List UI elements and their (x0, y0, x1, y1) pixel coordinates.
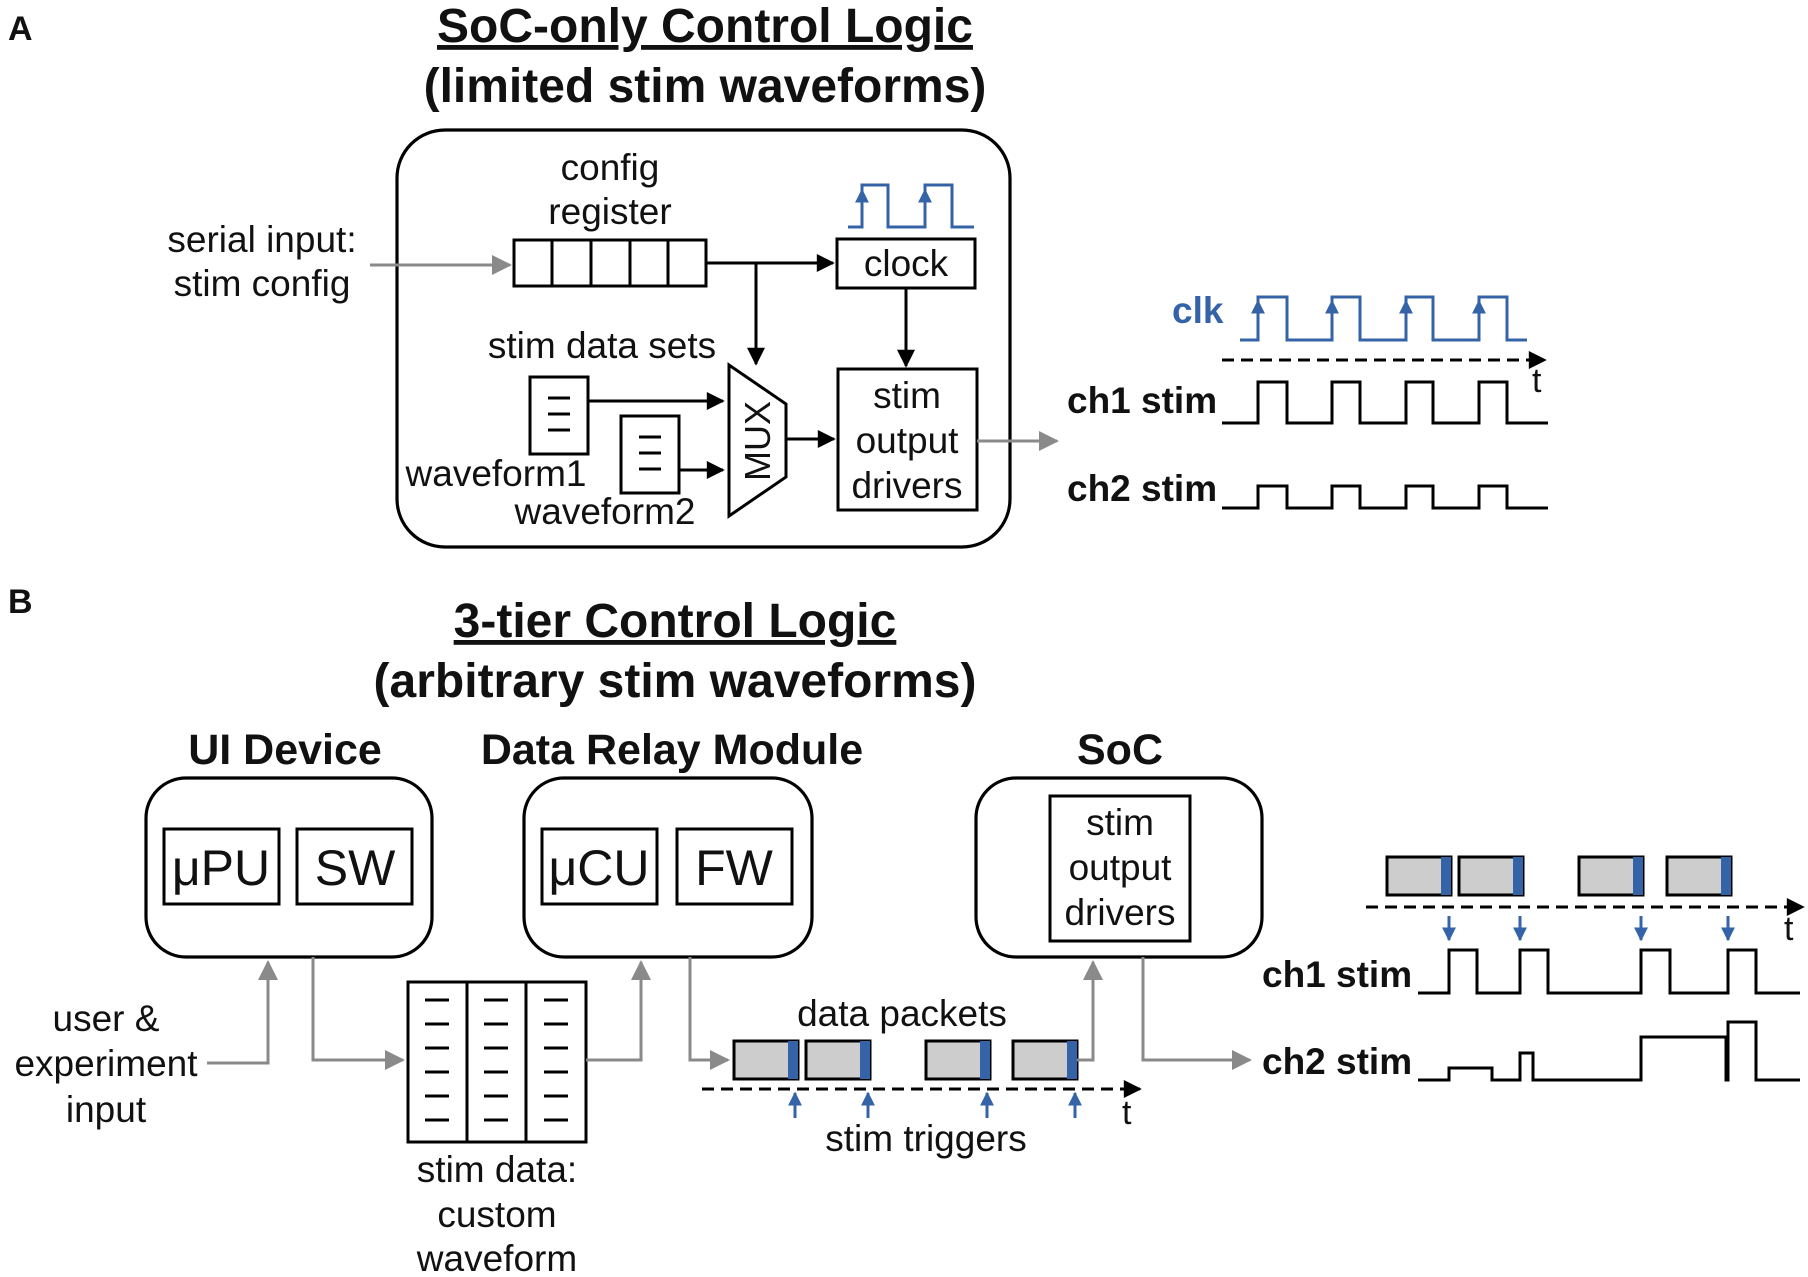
user-input-label-2: experiment (14, 1043, 198, 1084)
stim-data-label-2: custom (437, 1194, 556, 1235)
serial-input-label-2: stim config (174, 263, 351, 304)
ui-device-label: UI Device (188, 726, 382, 774)
ch2-stim-label-b: ch2 stim (1262, 1041, 1412, 1082)
driver-b-label-2: output (1069, 847, 1173, 888)
stim-output-drivers-b (1048, 794, 1192, 943)
upu-label: μPU (172, 840, 270, 896)
driver-b-label-1: stim (1086, 802, 1154, 843)
data-packets-mid (732, 1039, 1079, 1081)
serial-input-label: serial input: (167, 219, 356, 260)
upu-box (162, 827, 281, 906)
waveform1-register (528, 375, 590, 456)
packet (924, 1039, 992, 1081)
sw-to-table-arrow (311, 957, 405, 1070)
time-axis-b-mid-label: t (1122, 1094, 1132, 1132)
config-register (512, 238, 708, 288)
soc-output-arrow (1141, 957, 1252, 1070)
ch1-stim-waveform-a (1222, 380, 1548, 425)
stim-data-label-3: waveform (416, 1238, 577, 1277)
waveform2-register (619, 414, 681, 495)
ui-device-box (144, 776, 434, 959)
clock-label: clock (864, 243, 949, 284)
sw-label: SW (315, 840, 396, 896)
stim-triggers-label: stim triggers (825, 1118, 1026, 1159)
table-to-ucu-arrow (586, 960, 651, 1062)
user-to-ui-arrow (207, 960, 278, 1065)
ch2-stim-label-a: ch2 stim (1067, 468, 1217, 509)
ch1-stim-waveform-b (1418, 948, 1800, 995)
waveform2-label: waveform2 (514, 491, 696, 532)
packet (1577, 855, 1645, 897)
panel-a-title: SoC-only Control Logic (437, 0, 973, 53)
time-axis-b-right-label: t (1784, 910, 1794, 948)
stim-data-label-1: stim data: (417, 1149, 577, 1190)
panel-b-subtitle: (arbitrary stim waveforms) (374, 655, 977, 708)
user-input-label-3: input (66, 1089, 147, 1130)
data-relay-box (522, 776, 814, 959)
stim-data-sets-label: stim data sets (488, 325, 716, 366)
config-register-label: config (561, 147, 660, 188)
driver-a-label-1: stim (873, 375, 941, 416)
stim-data-table (406, 980, 588, 1144)
panel-b-title: 3-tier Control Logic (454, 595, 897, 648)
soc-label: SoC (1077, 726, 1163, 774)
mux-label: MUX (737, 401, 778, 481)
waveform1-label: waveform1 (405, 453, 587, 494)
mux (727, 362, 788, 519)
panel-b-label: B (8, 583, 33, 621)
clk-waveform (1240, 295, 1527, 342)
data-packets-right (1385, 855, 1733, 897)
sw-box (295, 827, 414, 906)
fw-label: FW (695, 840, 774, 896)
driver-a-label-2: output (856, 420, 960, 461)
stim-triggers-mid (788, 1091, 1082, 1118)
packets-to-soc-arrow (1077, 960, 1103, 1062)
data-relay-label: Data Relay Module (481, 726, 863, 774)
data-packets-label: data packets (797, 993, 1007, 1034)
fw-box (675, 827, 794, 906)
driver-b-label-3: drivers (1064, 892, 1175, 933)
panel-a-label: A (8, 10, 33, 48)
time-axis-a-label: t (1532, 362, 1542, 400)
panel-a-subtitle: (limited stim waveforms) (424, 60, 987, 113)
ch1-stim-label-a: ch1 stim (1067, 380, 1217, 421)
clk-label: clk (1172, 290, 1224, 331)
user-input-label-1: user & (53, 998, 160, 1039)
packet (804, 1039, 872, 1081)
ucu-label: μCU (548, 840, 649, 896)
ucu-box (540, 827, 659, 906)
ch1-stim-label-b: ch1 stim (1262, 954, 1412, 995)
config-register-label-2: register (548, 191, 671, 232)
ch2-stim-waveform-b (1418, 1020, 1800, 1082)
stim-triggers-right (1442, 916, 1735, 942)
driver-a-label-3: drivers (851, 465, 962, 506)
ch2-stim-waveform-a (1222, 484, 1548, 510)
stim-output-drivers-a (836, 367, 979, 512)
fw-to-packets-arrow (688, 957, 730, 1070)
clock-box (835, 237, 977, 290)
